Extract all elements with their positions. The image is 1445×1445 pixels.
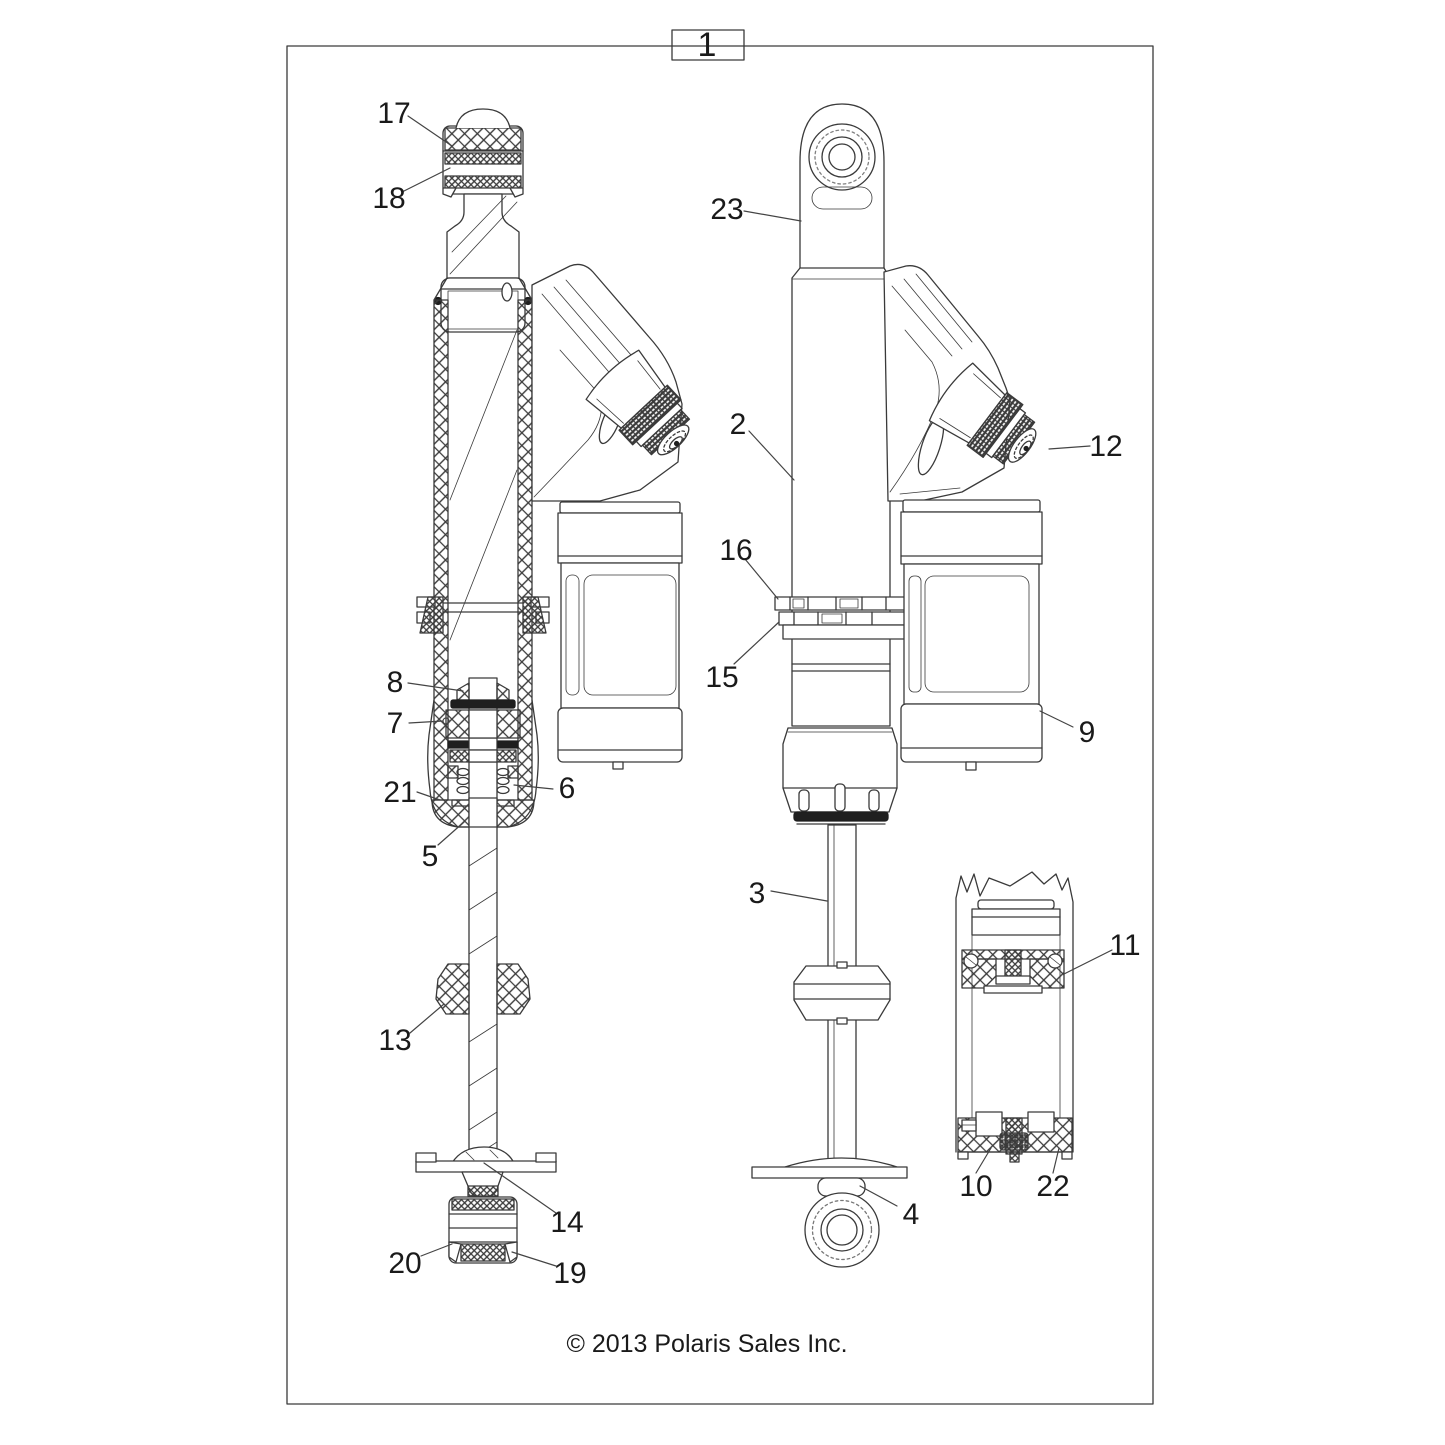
- callout-18: 18: [372, 182, 405, 215]
- callout-9: 9: [1079, 716, 1096, 749]
- callout-22: 22: [1036, 1170, 1069, 1203]
- seal-head-assembly: [427, 677, 539, 829]
- callout-7: 7: [387, 707, 404, 740]
- callout-1: 1: [698, 26, 717, 64]
- detail-view-reservoir-section: [955, 871, 1074, 1163]
- lower-bushing-left: [448, 1196, 518, 1264]
- clevis-neck: [446, 193, 520, 279]
- reservoir-right: [900, 499, 1043, 771]
- lower-eyelet-right: [804, 1192, 880, 1268]
- callout-15: 15: [705, 661, 738, 694]
- callout-5: 5: [422, 840, 439, 873]
- right-view-shock: [751, 103, 1051, 1268]
- callout-8: 8: [387, 666, 404, 699]
- callout-10: 10: [959, 1170, 992, 1203]
- callout-21: 21: [383, 776, 416, 809]
- callout-11: 11: [1109, 929, 1140, 962]
- callout-17: 17: [377, 97, 410, 130]
- bumper-section: [435, 963, 531, 1015]
- callout-23: 23: [710, 193, 743, 226]
- left-view-shock-section: [415, 108, 706, 1264]
- reservoir-end-cap: [957, 1111, 1073, 1163]
- inner-cartridge: [433, 277, 533, 333]
- callout-13: 13: [378, 1024, 411, 1057]
- callout-19: 19: [553, 1257, 586, 1290]
- reservoir-arm-left: [531, 263, 706, 502]
- callout-12: 12: [1089, 430, 1122, 463]
- clamp-section: [416, 596, 550, 634]
- callout-20: 20: [388, 1247, 421, 1280]
- piston-shaft-section: [468, 826, 498, 1163]
- callout-2: 2: [730, 408, 747, 441]
- callout-14: 14: [550, 1206, 583, 1239]
- body-tube-right: [791, 267, 891, 727]
- bottom-plate-right: [751, 1157, 908, 1197]
- floating-piston: [961, 949, 1065, 994]
- upper-eyelet: [799, 103, 885, 271]
- upper-bushing: [442, 108, 524, 198]
- figure-border: [286, 29, 1154, 1405]
- reservoir-left: [557, 501, 683, 770]
- copyright-text: © 2013 Polaris Sales Inc.: [566, 1330, 847, 1358]
- bumper-right: [793, 961, 891, 1025]
- callout-leader-lines: [401, 115, 1113, 1267]
- bottom-plate-left: [415, 1146, 557, 1198]
- callout-6: 6: [559, 772, 576, 805]
- callout-16: 16: [719, 534, 752, 567]
- callout-4: 4: [903, 1198, 920, 1231]
- callout-labels: 1 17 18 23 2 12 16 15 9 8 7 21 6 5 13 14…: [372, 26, 1140, 1290]
- preload-clamp: [774, 596, 913, 640]
- reservoir-arm-right: [883, 265, 1051, 502]
- body-end-cap: [782, 727, 898, 825]
- callout-3: 3: [749, 877, 766, 910]
